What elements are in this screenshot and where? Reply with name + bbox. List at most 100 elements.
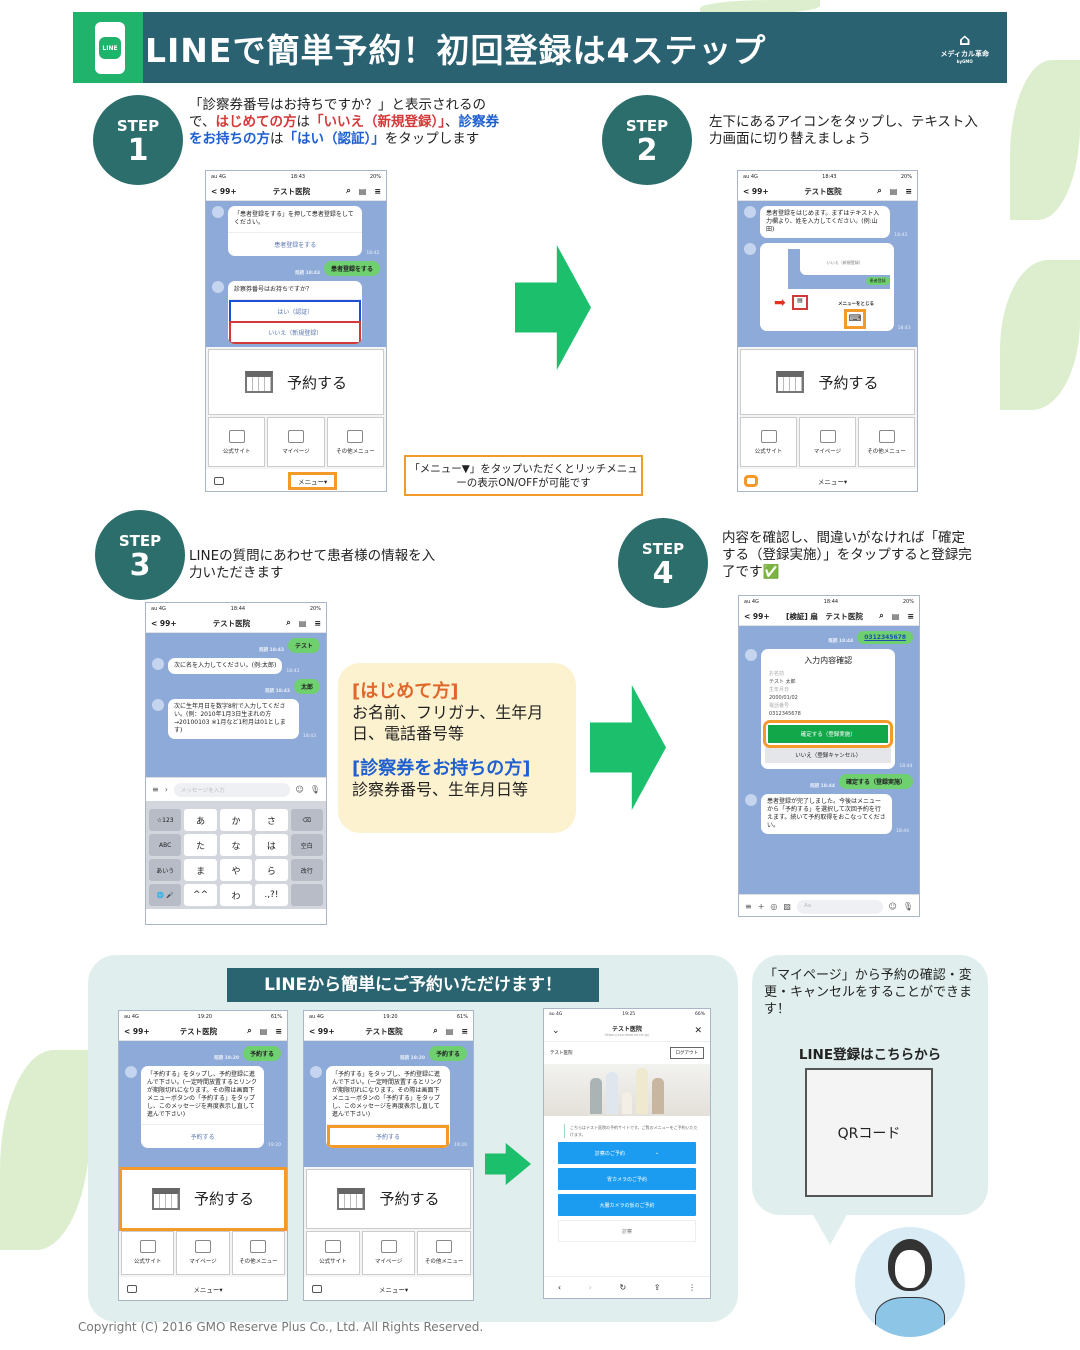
card-button[interactable]: 予約する: [144, 1127, 262, 1146]
input-toolbar-icon[interactable]: ▨: [783, 902, 791, 911]
confirm-button[interactable]: 確定する（登録実施）: [768, 725, 889, 743]
keyboard-toggle-icon[interactable]: [744, 475, 758, 487]
qr-code[interactable]: QRコード: [805, 1068, 933, 1197]
search-icon[interactable]: ⌕: [879, 611, 884, 620]
reserve-colonoscope-button[interactable]: 大腸カメラの仮のご予約: [558, 1194, 696, 1216]
back-button[interactable]: < 99+: [211, 186, 237, 196]
emoji-icon[interactable]: ☺: [888, 902, 897, 911]
keyboard-key[interactable]: 空白: [290, 834, 323, 856]
other-menu-button[interactable]: その他メニュー: [417, 1230, 472, 1275]
card-button[interactable]: はい（認証）: [228, 300, 362, 323]
mypage-button[interactable]: マイページ: [799, 417, 856, 467]
hamburger-menu-icon[interactable]: ≡: [275, 1026, 282, 1036]
back-icon[interactable]: ‹: [557, 1283, 562, 1292]
keyboard-key[interactable]: わ: [219, 884, 253, 906]
card-button[interactable]: 患者登録をする: [231, 235, 360, 254]
card-button[interactable]: いいえ（新規登録）: [228, 321, 362, 344]
note-icon[interactable]: ▤: [445, 1026, 454, 1036]
reserve-menu-button[interactable]: 予約する: [740, 349, 915, 416]
other-menu-button[interactable]: その他メニュー: [858, 417, 915, 467]
reserve-menu-button[interactable]: 予約する: [119, 1167, 287, 1231]
back-button[interactable]: < 99+: [309, 1026, 335, 1036]
emoji-icon[interactable]: ☺: [295, 785, 304, 794]
exam-button[interactable]: 診察: [558, 1220, 696, 1242]
official-site-button[interactable]: 公式サイト: [306, 1230, 360, 1275]
keyboard-key[interactable]: [290, 884, 323, 906]
input-toolbar-icon[interactable]: ›: [164, 785, 168, 794]
official-site-button[interactable]: 公式サイト: [121, 1230, 175, 1275]
keyboard-key[interactable]: あいう: [149, 859, 182, 881]
search-icon[interactable]: ⌕: [433, 1026, 438, 1035]
hamburger-menu-icon[interactable]: ≡: [374, 186, 381, 196]
keyboard-key[interactable]: ら: [255, 859, 288, 881]
note-icon[interactable]: ▤: [891, 611, 900, 621]
reload-icon[interactable]: ↻: [619, 1283, 627, 1292]
card-button[interactable]: 予約する: [326, 1125, 450, 1148]
input-toolbar-icon[interactable]: ◎: [770, 902, 778, 911]
keyboard-key[interactable]: あ: [184, 809, 217, 831]
keyboard-key[interactable]: 🌐 🎤: [149, 884, 182, 906]
input-toolbar-icon[interactable]: +: [757, 902, 765, 911]
back-button[interactable]: < 99+: [744, 611, 770, 621]
input-toolbar-icon[interactable]: ≡: [152, 785, 159, 794]
microphone-icon[interactable]: 🎙: [309, 785, 320, 794]
back-button[interactable]: < 99+: [151, 618, 177, 628]
more-icon[interactable]: ⋮: [688, 1283, 697, 1292]
menu-toggle-button[interactable]: メニュー▾: [287, 472, 338, 490]
keyboard-key[interactable]: ⌫: [290, 809, 323, 831]
keyboard-toggle-icon[interactable]: [312, 1285, 322, 1293]
other-menu-button[interactable]: その他メニュー: [326, 417, 384, 467]
reserve-menu-button[interactable]: 予約する: [306, 1169, 471, 1229]
keyboard-key[interactable]: か: [219, 809, 253, 831]
keyboard-key[interactable]: た: [184, 834, 217, 856]
other-menu-button[interactable]: その他メニュー: [231, 1230, 285, 1275]
search-icon[interactable]: ⌕: [286, 618, 291, 627]
input-toolbar-icon[interactable]: ≡: [745, 902, 752, 911]
search-icon[interactable]: ⌕: [346, 186, 351, 195]
message-input[interactable]: Aa: [796, 899, 883, 914]
search-icon[interactable]: ⌕: [877, 186, 882, 195]
keyboard-key[interactable]: ☆123: [149, 809, 182, 831]
hamburger-menu-icon[interactable]: ≡: [314, 618, 321, 628]
keyboard-key[interactable]: ^^: [184, 884, 217, 906]
keyboard-key[interactable]: や: [219, 859, 253, 881]
official-site-button[interactable]: 公式サイト: [740, 417, 797, 467]
mypage-button[interactable]: マイページ: [176, 1230, 230, 1275]
note-icon[interactable]: ▤: [259, 1026, 268, 1036]
hamburger-menu-icon[interactable]: ≡: [461, 1026, 468, 1036]
menu-toggle-button[interactable]: メニュー▾: [193, 1286, 223, 1294]
keyboard-key[interactable]: .,?!: [255, 884, 288, 906]
logout-button[interactable]: ログアウト: [669, 1047, 704, 1059]
reserve-exam-button[interactable]: 診察のご予約⌄: [558, 1142, 696, 1164]
back-button[interactable]: < 99+: [743, 186, 769, 196]
microphone-icon[interactable]: 🎙: [902, 902, 913, 911]
hamburger-menu-icon[interactable]: ≡: [907, 611, 914, 621]
note-icon[interactable]: ▤: [298, 618, 307, 628]
reserve-menu-button[interactable]: 予約する: [208, 349, 384, 416]
search-icon[interactable]: ⌕: [247, 1026, 252, 1035]
keyboard-key[interactable]: さ: [255, 809, 288, 831]
keyboard-key[interactable]: な: [219, 834, 253, 856]
mypage-button[interactable]: マイページ: [361, 1230, 416, 1275]
forward-icon[interactable]: ›: [588, 1283, 592, 1292]
keyboard-toggle-icon[interactable]: [127, 1285, 137, 1293]
menu-toggle-button[interactable]: メニュー▾: [378, 1286, 409, 1294]
keyboard-key[interactable]: は: [255, 834, 288, 856]
keyboard-toggle-icon[interactable]: [214, 477, 224, 485]
keyboard-key[interactable]: ま: [184, 859, 217, 881]
keyboard-icon[interactable]: ⌨: [844, 309, 866, 329]
message-input[interactable]: メッセージを入力: [173, 782, 290, 797]
official-site-button[interactable]: 公式サイト: [208, 417, 266, 467]
cancel-button[interactable]: いいえ（登録キャンセル）: [765, 747, 892, 763]
mypage-button[interactable]: マイページ: [267, 417, 325, 467]
hamburger-menu-icon[interactable]: ≡: [905, 186, 912, 196]
menu-toggle-button[interactable]: メニュー▾: [817, 478, 848, 486]
share-icon[interactable]: ⇪: [653, 1283, 661, 1292]
chevron-down-icon[interactable]: ⌄: [552, 1025, 560, 1036]
close-icon[interactable]: ✕: [694, 1025, 702, 1036]
keyboard-key[interactable]: 改行: [290, 859, 323, 881]
note-icon[interactable]: ▤: [889, 186, 898, 196]
back-button[interactable]: < 99+: [124, 1026, 150, 1036]
reserve-gastroscope-button[interactable]: 胃カメラのご予約: [558, 1168, 696, 1190]
keyboard-key[interactable]: ABC: [149, 834, 182, 856]
